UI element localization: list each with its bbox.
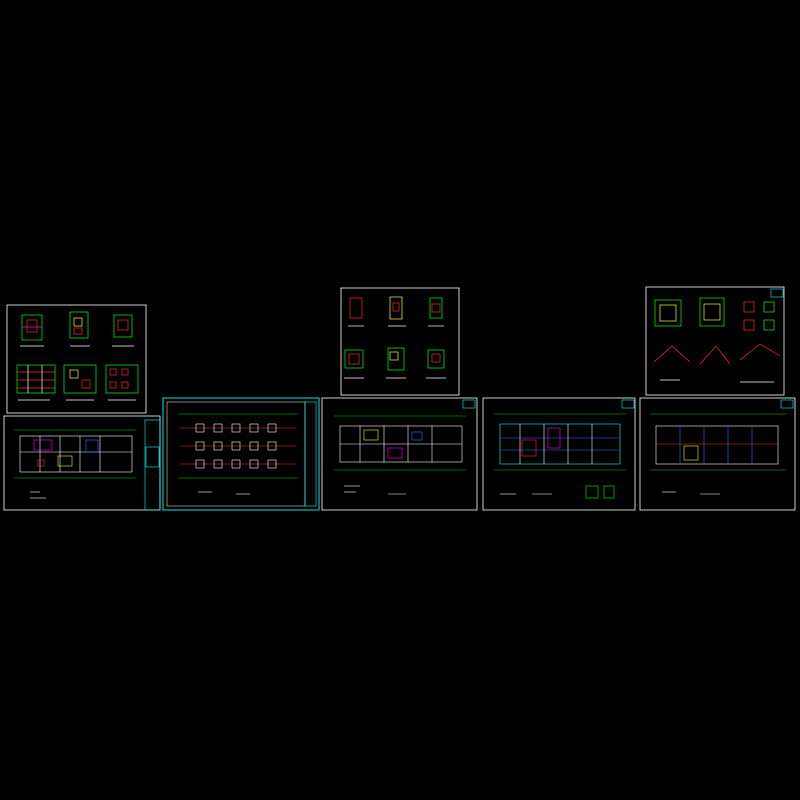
detail-block (105, 364, 139, 401)
roof-plan-drawing (650, 413, 786, 495)
detail-block (69, 311, 90, 347)
column-plan-drawing (178, 413, 298, 495)
detail-block (344, 296, 446, 379)
beam-plan-drawing (494, 413, 626, 499)
sheet-plan-2[interactable] (162, 397, 320, 511)
sheet-plan-4[interactable] (482, 397, 636, 511)
sheet-plan-3[interactable] (321, 397, 478, 511)
detail-block (112, 314, 134, 347)
detail-block (653, 297, 781, 383)
detail-block (20, 314, 44, 347)
sheet-plan-5[interactable] (639, 397, 796, 511)
detail-block (16, 364, 56, 401)
detail-block (63, 364, 97, 401)
floor-plan-drawing (14, 429, 136, 499)
floor-plan-drawing (334, 415, 466, 495)
sheet-detail-right[interactable] (645, 286, 785, 396)
sheet-detail-left[interactable] (6, 304, 147, 414)
sheet-detail-middle[interactable] (340, 287, 460, 396)
sheet-plan-1[interactable] (3, 415, 161, 511)
